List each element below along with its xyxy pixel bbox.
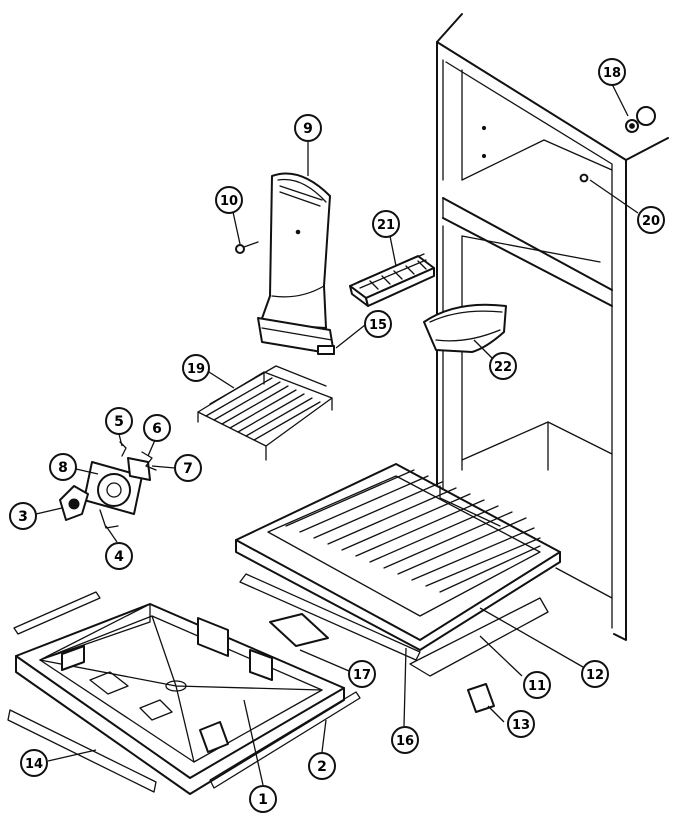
- callout-label-21: 21: [377, 218, 395, 233]
- callout-label-5: 5: [114, 414, 124, 430]
- callout-5: 5: [105, 407, 133, 435]
- callout-8: 8: [49, 453, 77, 481]
- clip-part-13: [467, 683, 495, 713]
- callout-label-20: 20: [642, 214, 660, 229]
- callout-label-17: 17: [353, 668, 371, 683]
- callout-9: 9: [294, 114, 322, 142]
- callout-label-10: 10: [220, 194, 238, 209]
- evaporator-cover: [257, 172, 335, 355]
- callout-17: 17: [348, 660, 376, 688]
- callout-22: 22: [489, 352, 517, 380]
- callout-2: 2: [308, 752, 336, 780]
- callout-14: 14: [20, 749, 48, 777]
- callout-label-13: 13: [512, 718, 530, 733]
- callout-11: 11: [523, 671, 551, 699]
- callout-label-4: 4: [114, 549, 124, 565]
- callout-label-8: 8: [58, 460, 68, 476]
- callout-label-19: 19: [187, 362, 205, 377]
- callout-label-16: 16: [396, 734, 414, 749]
- callout-label-14: 14: [25, 757, 43, 772]
- ice-tray: [349, 253, 435, 307]
- callout-label-15: 15: [369, 318, 387, 333]
- callout-20: 20: [637, 206, 665, 234]
- callout-label-1: 1: [258, 792, 268, 808]
- cover-bracket: [317, 345, 335, 355]
- callout-label-6: 6: [152, 421, 162, 437]
- thermostat-part: [579, 173, 589, 183]
- callout-label-2: 2: [317, 759, 327, 775]
- callout-label-18: 18: [603, 66, 621, 81]
- ice-bin: [423, 303, 507, 353]
- callout-6: 6: [143, 414, 171, 442]
- callout-18: 18: [598, 58, 626, 86]
- callout-10: 10: [215, 186, 243, 214]
- callout-21: 21: [372, 210, 400, 238]
- callout-12: 12: [581, 660, 609, 688]
- callout-4: 4: [105, 542, 133, 570]
- callout-15: 15: [364, 310, 392, 338]
- callout-label-7: 7: [183, 461, 193, 477]
- callout-label-3: 3: [18, 509, 28, 525]
- trim-strips: [239, 573, 421, 661]
- callout-7: 7: [174, 454, 202, 482]
- refrigerator-cabinet: [436, 13, 669, 641]
- callout-label-12: 12: [586, 668, 604, 683]
- callout-label-9: 9: [303, 121, 313, 137]
- wire-shelf: [197, 365, 333, 461]
- leader-lines: [35, 83, 639, 786]
- callout-16: 16: [391, 726, 419, 754]
- side-rails: [7, 591, 361, 793]
- callout-1: 1: [249, 785, 277, 813]
- callout-label-22: 22: [494, 360, 512, 375]
- crisper-panel: [409, 597, 549, 677]
- callout-19: 19: [182, 354, 210, 382]
- control-knob: [625, 106, 656, 133]
- screw-part-10: [235, 241, 259, 254]
- callout-13: 13: [507, 710, 535, 738]
- base-tray: [15, 603, 345, 795]
- crisper-shelf: [235, 463, 561, 651]
- fan-assembly: [59, 441, 157, 529]
- callout-label-11: 11: [528, 679, 546, 694]
- callout-3: 3: [9, 502, 37, 530]
- callouts: 9 10 21 15 19 22 18 20 5 6 7 8 3 4 12 11…: [9, 58, 665, 813]
